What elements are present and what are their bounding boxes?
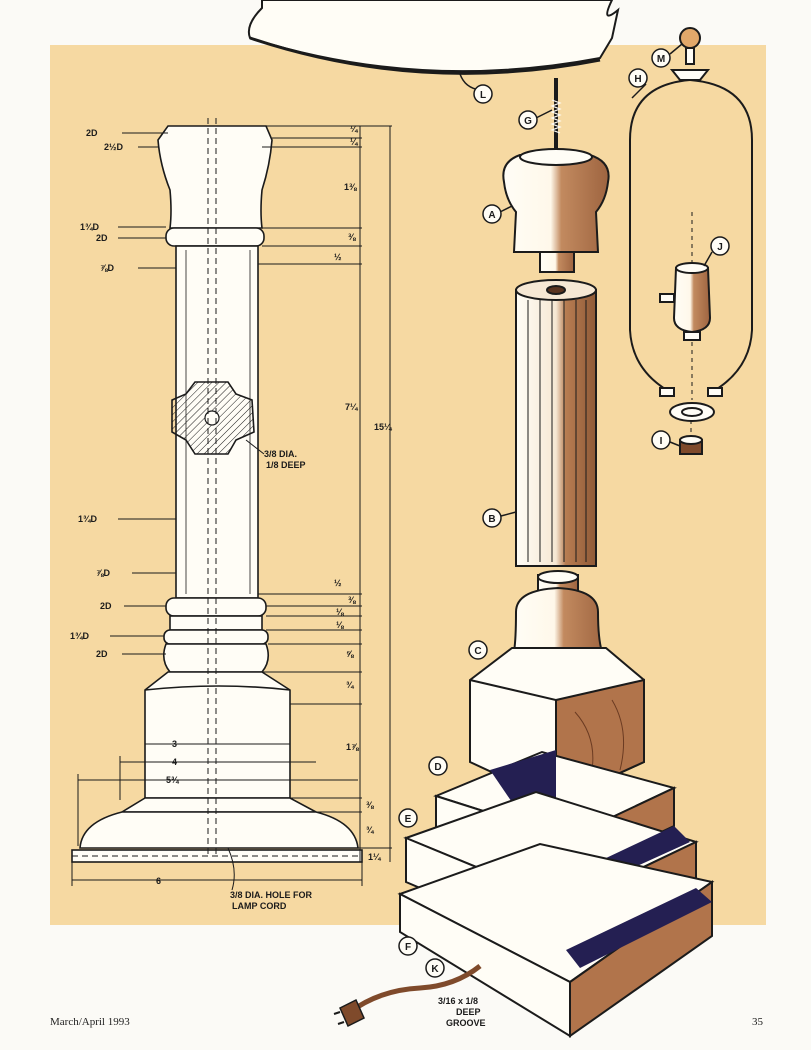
dim-7-8-d-low: ⅞D xyxy=(96,568,111,578)
svg-text:J: J xyxy=(717,242,723,253)
base-dimension-labels: 3 4 5¾ 6 xyxy=(156,739,180,886)
nut-i xyxy=(679,435,703,455)
dim-3: 3 xyxy=(172,739,177,749)
svg-text:F: F xyxy=(405,942,411,953)
cord-hole-note: 3/8 DIA. HOLE FOR LAMP CORD xyxy=(227,847,313,911)
groove-note-line-3: GROOVE xyxy=(446,1018,486,1028)
dim-15-quarter: 15¼ xyxy=(374,422,393,432)
dim-2d-ring: 2D xyxy=(96,233,108,243)
cord-note-line-1: 3/8 DIA. HOLE FOR xyxy=(230,890,313,900)
dim-3-8-base: ⅜ xyxy=(366,800,374,810)
callout-d: D xyxy=(428,756,448,776)
callout-m: M xyxy=(651,43,683,68)
dim-1-7-8: 1⅞ xyxy=(346,742,359,752)
dim-half-low: ½ xyxy=(334,578,342,588)
left-dimension-labels: 2D 2½D 1¾D 2D ⅞D 1¾D ⅞D 2D 1¾D 2D xyxy=(70,128,124,659)
finial-a xyxy=(502,148,610,273)
base-tier-f xyxy=(397,842,715,1038)
callout-b: B xyxy=(482,508,517,528)
lamp-cord-g xyxy=(550,78,562,158)
dim-2d-low: 2D xyxy=(100,601,112,611)
svg-text:M: M xyxy=(657,54,665,65)
dim-5-3-4: 5¾ xyxy=(166,775,180,785)
callout-e: E xyxy=(398,808,418,828)
base-dimension-lines xyxy=(71,738,363,886)
center-hole-lines xyxy=(72,118,362,858)
right-dimension-labels: ¼ ¼ 1⅜ ⅜ ½ 7¼ 15¼ ½ ⅜ ⅛ ⅛ ⅝ ¾ 1⅞ ⅜ ¾ 1¼ xyxy=(334,124,393,862)
right-dimension-lines xyxy=(258,125,392,862)
svg-text:A: A xyxy=(488,210,495,221)
footer-issue-date: March/April 1993 xyxy=(50,1016,130,1028)
groove-note: 3/16 x 1/8 DEEP GROOVE xyxy=(438,996,486,1028)
callout-i: I xyxy=(651,430,681,450)
finial-knob-m xyxy=(679,27,701,49)
dim-eighth-2: ⅛ xyxy=(336,620,344,630)
assembly-axes xyxy=(690,212,693,436)
dim-7-8-d-top: ⅞D xyxy=(100,263,115,273)
svg-text:B: B xyxy=(488,514,495,525)
callout-h: H xyxy=(628,68,648,99)
svg-text:K: K xyxy=(431,964,439,975)
footer-page-number: 35 xyxy=(752,1016,763,1028)
dim-3-8-low: ⅜ xyxy=(348,595,356,605)
left-dimension-leaders xyxy=(110,132,176,655)
dim-1-3-4-d-top: 1¾D xyxy=(80,222,100,232)
callout-a: A xyxy=(482,204,513,224)
dim-3-8-top: ⅜ xyxy=(348,232,356,242)
dim-2d-top: 2D xyxy=(86,128,98,138)
dim-6: 6 xyxy=(156,876,161,886)
lamp-shade xyxy=(247,0,620,75)
dim-2-half-d: 2½D xyxy=(104,142,124,152)
harp-h xyxy=(629,27,753,422)
dim-1-3-4-d-low: 1¾D xyxy=(70,631,90,641)
dim-2d-bottom: 2D xyxy=(96,649,108,659)
svg-text:D: D xyxy=(434,762,441,773)
callout-f: F xyxy=(398,936,418,956)
svg-text:L: L xyxy=(480,90,486,101)
svg-text:I: I xyxy=(660,436,663,447)
svg-text:H: H xyxy=(634,74,641,85)
hole-note-depth: 1/8 DEEP xyxy=(266,460,306,470)
dim-1-3-8: 1⅜ xyxy=(344,182,357,192)
dim-quarter-1: ¼ xyxy=(350,124,359,134)
hole-note-dia: 3/8 DIA. xyxy=(264,449,297,459)
rosette-section xyxy=(171,381,255,455)
plug-and-cord-k xyxy=(333,964,482,1028)
hole-note: 3/8 DIA. 1/8 DEEP xyxy=(245,439,306,470)
svg-text:G: G xyxy=(524,116,532,127)
dim-eighth-1: ⅛ xyxy=(336,607,344,617)
callout-c: C xyxy=(468,640,488,660)
dim-3-4-block: ¾ xyxy=(346,680,355,690)
dim-half-top: ½ xyxy=(334,252,342,262)
dim-5-8: ⅝ xyxy=(346,649,354,659)
callout-l: L xyxy=(459,73,493,104)
svg-text:C: C xyxy=(474,646,481,657)
cord-note-line-2: LAMP CORD xyxy=(232,901,287,911)
socket-j xyxy=(659,262,712,341)
dim-7-quarter: 7¼ xyxy=(345,402,359,412)
callout-j: J xyxy=(703,236,730,267)
callout-k: K xyxy=(425,958,445,978)
callout-g: G xyxy=(518,109,553,130)
part-callouts: L G A B C D E F K H M J I xyxy=(398,43,730,978)
dim-4: 4 xyxy=(172,757,177,767)
fluted-shaft-b xyxy=(515,279,597,567)
dim-1-quarter: 1¼ xyxy=(368,852,382,862)
groove-note-line-2: DEEP xyxy=(456,1007,481,1017)
dim-1-3-4-d-mid: 1¾D xyxy=(78,514,98,524)
groove-note-line-1: 3/16 x 1/8 xyxy=(438,996,478,1006)
dim-quarter-2: ¼ xyxy=(350,137,359,147)
dim-3-4-base: ¾ xyxy=(366,825,375,835)
svg-text:E: E xyxy=(405,814,412,825)
